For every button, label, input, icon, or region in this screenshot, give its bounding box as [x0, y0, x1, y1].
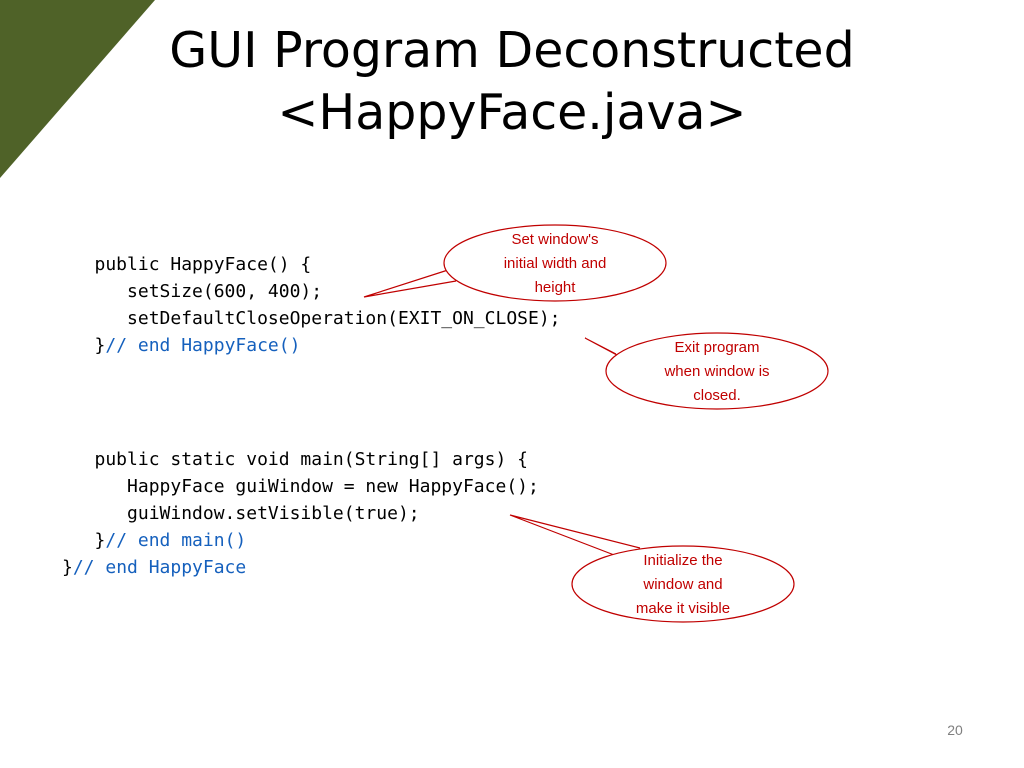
callout-text-line: initial width and — [503, 255, 607, 272]
code-line-main: public static void main(String[] args) { — [62, 449, 529, 470]
slide-title: GUI Program Deconstructed <HappyFace.jav… — [0, 20, 1024, 144]
page-number: 20 — [947, 722, 963, 738]
callout-text-line: Set window's — [511, 231, 599, 248]
slide-title-line-2: <HappyFace.java> — [277, 84, 747, 141]
callout-text-line: closed. — [693, 387, 741, 404]
callout-exit-text: Exit program when window is closed. — [617, 336, 817, 408]
corner-decoration — [0, 0, 155, 178]
slide-title-line-1: GUI Program Deconstructed — [169, 22, 855, 79]
code-line-main-end: }// end main() — [62, 527, 247, 554]
code-line-setvisible: guiWindow.setVisible(true); — [62, 503, 420, 524]
code-line-constructor: public HappyFace() { — [62, 254, 312, 275]
callout-text-line: Initialize the — [643, 552, 723, 569]
code-brace: } — [62, 530, 106, 551]
code-line-setsize: setSize(600, 400); — [62, 281, 323, 302]
code-brace: } — [62, 335, 106, 356]
callout-text-line: when window is — [664, 363, 770, 380]
callout-text-line: height — [534, 279, 576, 296]
code-comment: // end HappyFace — [72, 557, 247, 578]
code-brace: } — [62, 557, 73, 578]
code-comment: // end main() — [105, 530, 247, 551]
callout-text-line: make it visible — [635, 600, 731, 617]
callout-text-line: Exit program — [674, 339, 760, 356]
callout-set-size-text: Set window's initial width and height — [455, 228, 655, 300]
code-comment: // end HappyFace() — [105, 335, 301, 356]
callout-init-text: Initialize the window and make it visibl… — [583, 549, 783, 621]
code-line-setdefaultclose: setDefaultCloseOperation(EXIT_ON_CLOSE); — [62, 308, 561, 329]
callout-text-line: window and — [643, 576, 723, 593]
code-line-new-happyface: HappyFace guiWindow = new HappyFace(); — [62, 476, 539, 497]
code-line-class-end: }// end HappyFace — [62, 554, 246, 581]
code-line-constructor-end: }// end HappyFace() — [62, 332, 301, 359]
